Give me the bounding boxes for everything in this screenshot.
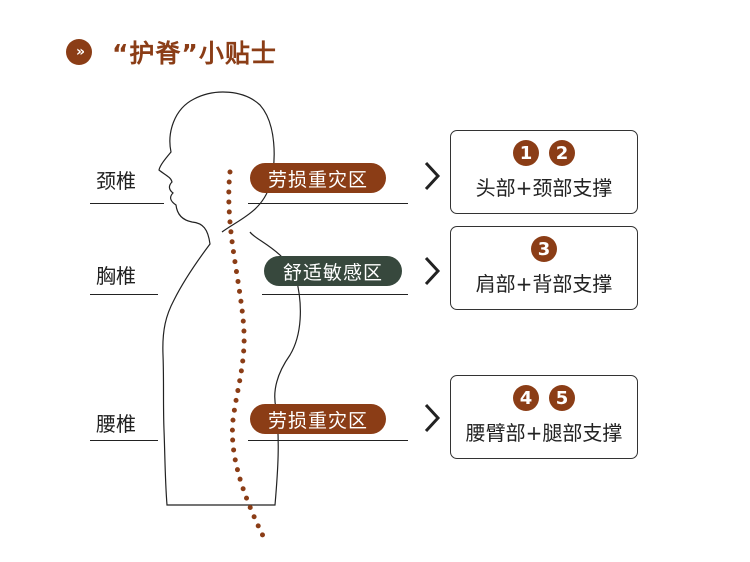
number-badge: 5 — [549, 385, 575, 411]
support-text: 肩部+背部支撑 — [475, 272, 613, 296]
support-card: 1 2 头部+颈部支撑 — [450, 130, 638, 214]
region-label-lumbar: 腰椎 — [96, 412, 136, 436]
support-card: 3 肩部+背部支撑 — [450, 226, 638, 310]
support-text: 头部+颈部支撑 — [475, 176, 613, 200]
number-badge: 3 — [531, 236, 557, 262]
number-badge: 1 — [513, 140, 539, 166]
leader-line — [248, 203, 408, 204]
region-label-cervical: 颈椎 — [96, 169, 136, 193]
badge-strain-zone: 劳损重灾区 — [250, 404, 386, 434]
leader-line — [248, 440, 408, 441]
support-text: 腰臂部+腿部支撑 — [465, 421, 623, 445]
spine-dotted-line — [226, 169, 267, 541]
leader-line — [90, 203, 164, 204]
badge-comfort-zone: 舒适敏感区 — [264, 256, 402, 286]
double-chevron-right-icon: » — [66, 39, 92, 65]
body-outline — [158, 91, 301, 506]
page-title: “护脊”小贴士 — [112, 39, 277, 68]
leader-line — [262, 294, 408, 295]
region-label-thoracic: 胸椎 — [96, 264, 136, 288]
number-badge: 4 — [513, 385, 539, 411]
title-bar: » “护脊”小贴士 — [66, 34, 277, 70]
chevron-right-icon — [424, 161, 441, 191]
badge-strain-zone: 劳损重灾区 — [250, 163, 386, 193]
leader-line — [90, 440, 158, 441]
chevron-right-icon — [424, 403, 441, 433]
support-card: 4 5 腰臂部+腿部支撑 — [450, 375, 638, 459]
number-badge: 2 — [549, 140, 575, 166]
leader-line — [90, 294, 158, 295]
chevron-right-icon — [424, 256, 441, 286]
